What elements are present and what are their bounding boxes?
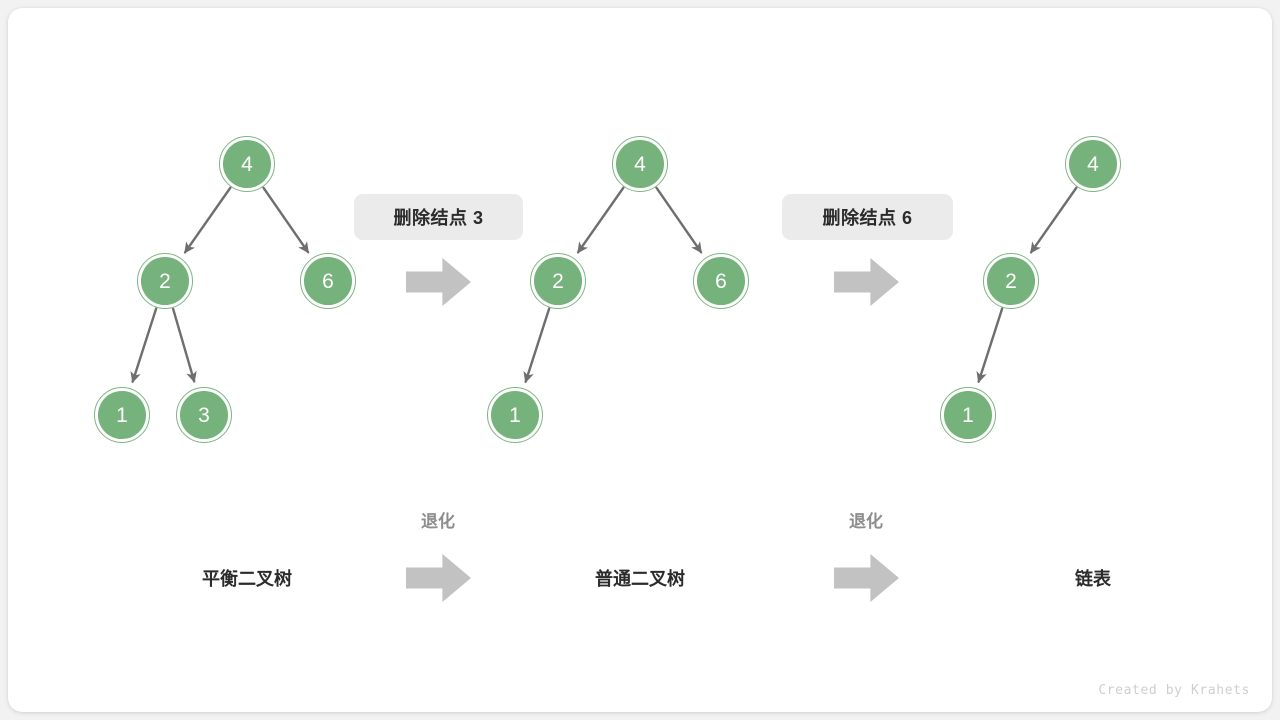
tree-node-value: 2 [159,269,172,293]
tree-node-value: 4 [1087,152,1100,176]
tree-node-2: 2 [530,253,586,309]
tree-node-value: 6 [322,269,335,293]
tree-node-value: 6 [715,269,728,293]
transition-1: 退化 [421,512,455,531]
transition-2: 退化 [849,512,883,531]
tree-node-value: 3 [198,403,211,427]
caption-linkedlist: 链表 [1075,569,1111,589]
op-delete-3: 删除结点 3 [354,194,523,240]
tree-node-value: 2 [552,269,565,293]
tree-node-disc: 4 [1069,140,1117,188]
tree-node-disc: 6 [697,257,745,305]
caption-balanced: 平衡二叉树 [202,569,292,589]
tree-node-1: 1 [940,387,996,443]
caption-ordinary: 普通二叉树 [595,569,685,589]
tree-node-disc: 6 [304,257,352,305]
tree-node-disc: 2 [534,257,582,305]
tree-node-2: 2 [137,253,193,309]
operation-label: 删除结点 3 [393,208,484,228]
tree-node-4: 4 [219,136,275,192]
tree-node-3: 3 [176,387,232,443]
tree-node-value: 4 [634,152,647,176]
tree-node-value: 2 [1005,269,1018,293]
tree-node-4: 4 [1065,136,1121,192]
tree-node-disc: 4 [616,140,664,188]
tree-node-disc: 2 [141,257,189,305]
op-delete-6: 删除结点 6 [782,194,953,240]
tree-node-1: 1 [94,387,150,443]
tree-node-2: 2 [983,253,1039,309]
tree-node-disc: 1 [944,391,992,439]
tree-node-disc: 3 [180,391,228,439]
tree-node-value: 1 [116,403,129,427]
tree-node-disc: 1 [491,391,539,439]
tree-node-4: 4 [612,136,668,192]
tree-node-1: 1 [487,387,543,443]
watermark: Created by Krahets [1098,683,1250,698]
tree-node-value: 1 [509,403,522,427]
operation-label: 删除结点 6 [822,208,913,228]
tree-node-disc: 4 [223,140,271,188]
tree-node-disc: 2 [987,257,1035,305]
tree-node-disc: 1 [98,391,146,439]
tree-node-value: 4 [241,152,254,176]
tree-node-6: 6 [693,253,749,309]
tree-node-6: 6 [300,253,356,309]
diagram-card [8,8,1272,712]
tree-node-value: 1 [962,403,975,427]
